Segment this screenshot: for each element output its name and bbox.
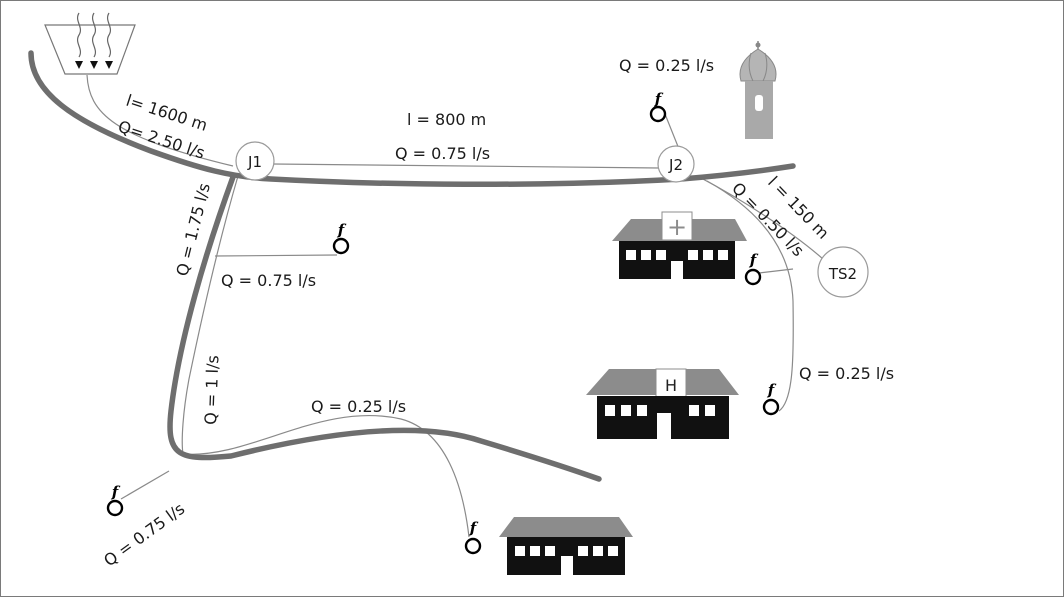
pipe-source-j1 (86, 74, 234, 167)
main-pipe-trunk (28, 50, 796, 188)
tap-clinic-icon: f (744, 251, 762, 286)
tap-clinic-mark: f (749, 251, 759, 269)
label-flow-1: Q = 1 l/s (201, 355, 222, 425)
label-flow-025-tower: Q = 0.25 l/s (619, 56, 714, 75)
tap-house-mark: f (469, 519, 479, 537)
pipe-left-tap (120, 470, 170, 500)
tap-tower-mark: f (654, 90, 664, 108)
junction-j2-label: J2 (668, 156, 683, 174)
tap-house-icon: f (464, 519, 482, 555)
pipe-east-branch (706, 180, 794, 412)
junction-j2: J2 (657, 145, 695, 183)
tap-mid-mark: f (337, 221, 347, 239)
house-building-icon (499, 517, 633, 575)
tap-tower-icon: f (649, 90, 667, 123)
label-flow-075-top: Q = 0.75 l/s (395, 144, 490, 163)
label-flow-175: Q = 1.75 l/s (172, 181, 213, 278)
church-tower-icon (739, 41, 777, 139)
tapstand-ts2: TS2 (817, 246, 869, 298)
main-pipe-south (167, 174, 602, 482)
tap-mid-icon: f (332, 221, 350, 255)
secondary-pipes (86, 74, 824, 538)
clinic-building-icon: + (612, 211, 747, 279)
label-flow-025-bottom: Q = 0.25 l/s (311, 397, 406, 416)
junction-j1-label: J1 (247, 153, 262, 171)
label-length-800: l = 800 m (407, 110, 486, 129)
school-h-sign: H (665, 376, 677, 395)
pipe-j1-j2 (272, 163, 660, 169)
pipe-branch-tap-mid (214, 254, 338, 257)
pipe-j2-tower-tap (664, 113, 680, 150)
junction-j1: J1 (235, 141, 275, 181)
tap-left-icon: f (106, 483, 124, 517)
tap-left-mark: f (111, 483, 121, 501)
label-flow-075-branch: Q = 0.75 l/s (221, 271, 316, 290)
school-building-icon: H (586, 368, 739, 439)
pipe-bottom-branch (182, 414, 470, 538)
tapstand-ts2-label: TS2 (828, 265, 857, 283)
tap-school-mark: f (767, 381, 777, 399)
label-flow-025-right: Q = 0.25 l/s (799, 364, 894, 383)
pipe-clinic-tap (758, 268, 794, 274)
main-pipes (28, 50, 796, 482)
pipe-j1-south (181, 175, 239, 455)
water-source-icon (44, 12, 136, 75)
clinic-cross: + (667, 213, 687, 241)
tap-school-icon: f (762, 381, 780, 416)
